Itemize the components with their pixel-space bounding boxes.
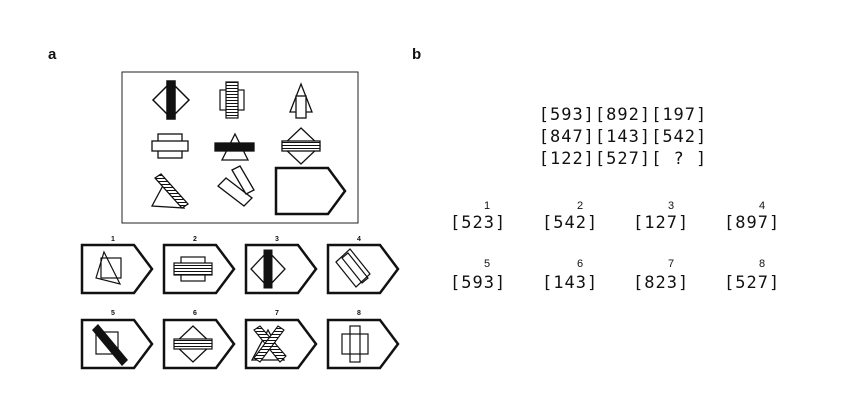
cell-diamond-striped-bar (281, 127, 321, 165)
matrix-row-1: [593][892][197] (538, 105, 708, 125)
choice-4 (326, 243, 400, 295)
option-number: 6 (576, 258, 584, 270)
choice-number: 7 (275, 310, 279, 317)
choice-number: 5 (111, 310, 115, 317)
choice-number: 3 (275, 236, 279, 243)
cell-arrow-triangle (289, 82, 313, 119)
choice-6 (162, 318, 236, 370)
choice-1 (80, 243, 154, 295)
option-number: 3 (667, 200, 675, 212)
option-number: 2 (576, 200, 584, 212)
answer-slot (274, 166, 347, 216)
cell-diamond-black-bar (151, 80, 191, 120)
choice-number: 4 (357, 236, 361, 243)
choice-7 (244, 318, 318, 370)
option-value: [542] (542, 213, 599, 233)
option-value: [143] (542, 273, 599, 293)
option-value: [593] (450, 273, 507, 293)
option-number: 5 (483, 258, 491, 270)
choice-number: 2 (193, 236, 197, 243)
option-number: 4 (758, 200, 766, 212)
matrix-row-2: [847][143][542] (538, 127, 708, 147)
choice-5 (80, 318, 154, 370)
panel-a-label: a (48, 46, 57, 63)
cell-triangle-diagonal-bars (150, 173, 189, 209)
cell-diagonal-rectangles (217, 165, 255, 207)
option-value: [527] (724, 273, 781, 293)
option-number: 1 (483, 200, 491, 212)
choice-number: 1 (111, 236, 115, 243)
option-number: 7 (667, 258, 675, 270)
option-value: [127] (633, 213, 690, 233)
panel-b-label: b (412, 46, 422, 63)
choice-3 (244, 243, 318, 295)
matrix-row-3: [122][527][ ? ] (538, 149, 708, 169)
cell-triangle-black-bar (214, 132, 255, 161)
option-value: [823] (633, 273, 690, 293)
cell-vertical-striped-rectangles (219, 81, 245, 119)
cell-square-horizontal-rect (151, 133, 189, 159)
choice-2 (162, 243, 236, 295)
option-value: [523] (450, 213, 507, 233)
choice-number: 8 (357, 310, 361, 317)
option-value: [897] (724, 213, 781, 233)
choice-number: 6 (193, 310, 197, 317)
choice-8 (326, 318, 400, 370)
problem-matrix-frame (121, 71, 359, 224)
option-number: 8 (758, 258, 766, 270)
